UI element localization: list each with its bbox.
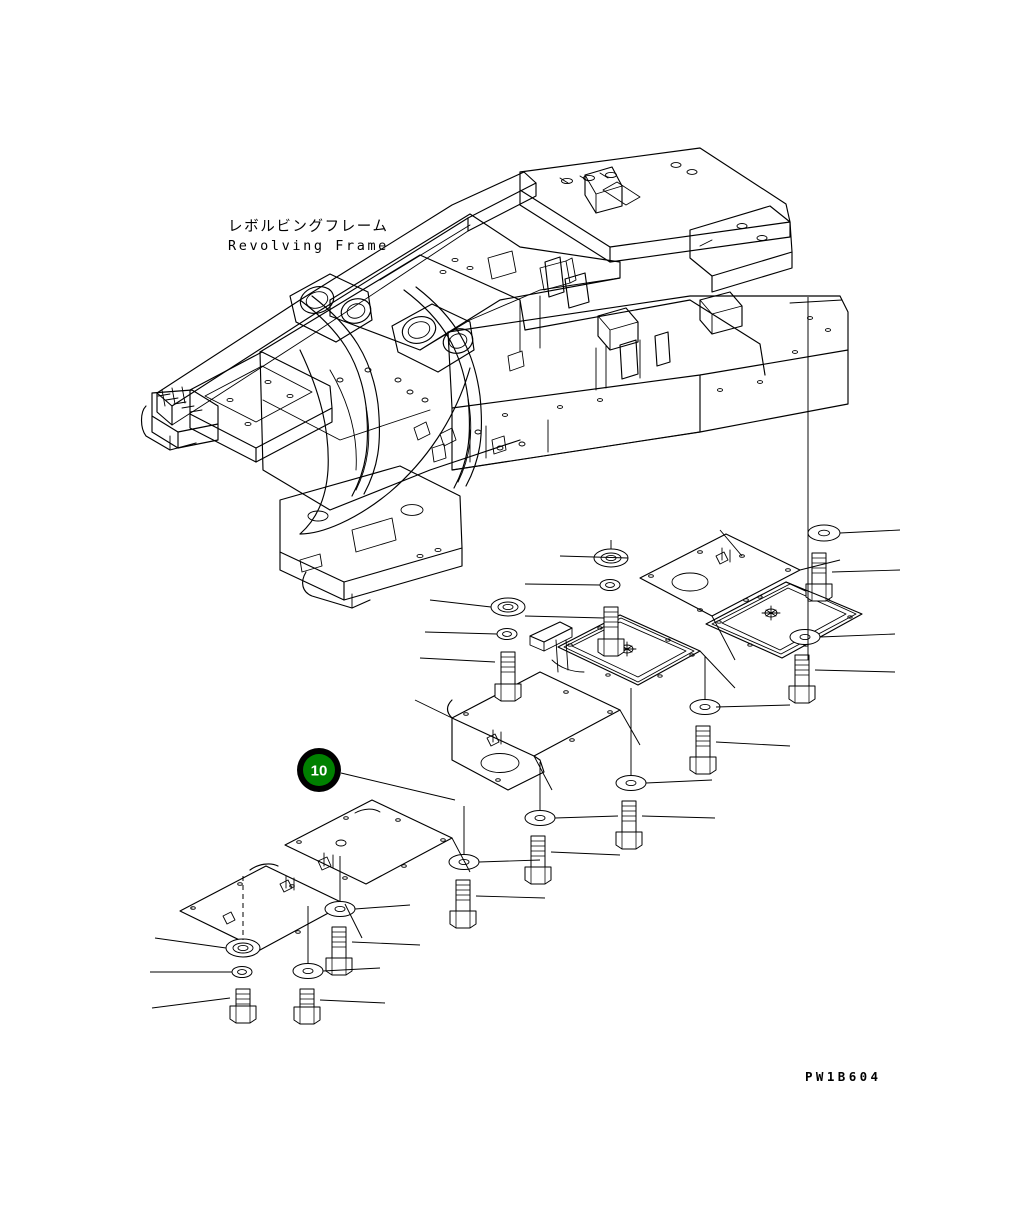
callout-item-10[interactable]: 10: [297, 748, 456, 801]
frame-left-rail: [156, 171, 537, 426]
callout-number: 10: [311, 763, 328, 780]
fastener-group-8: [448, 854, 480, 929]
fastener-group-11: [225, 938, 261, 1024]
plain-washer: [448, 854, 480, 870]
plain-washer: [689, 699, 721, 715]
fastener-group-4: [490, 597, 526, 702]
frame-lower-front-member: [279, 465, 463, 609]
fastener-group-9: [324, 901, 356, 976]
hex-bolt: [293, 988, 321, 1025]
revolving-frame-label-jp: レボルビングフレーム: [228, 218, 389, 235]
boom-foot-boss-right: [391, 303, 475, 373]
anti-slip-star-b: [761, 605, 781, 621]
revolving-frame-label-en: Revolving Frame: [228, 238, 389, 254]
frame-step-plate: [140, 386, 219, 451]
cover-plate-a: [639, 533, 801, 617]
fastener-group-3: [593, 548, 629, 657]
frame-brackets-upper: [544, 166, 623, 309]
plain-washer: [807, 524, 841, 542]
frame-diagonal-braces: [299, 286, 482, 497]
plain-washer: [615, 775, 647, 791]
hex-bolt: [615, 800, 643, 850]
cover-plate-d: [446, 671, 621, 791]
plain-washer: [292, 963, 324, 979]
frame-center-web: [299, 349, 526, 535]
hex-bolt: [689, 725, 717, 775]
boom-foot-boss-left: [289, 273, 373, 343]
frame-top-rail: [519, 147, 791, 263]
plain-washer: [490, 597, 526, 617]
lock-washer: [496, 628, 518, 640]
plain-washer: [789, 629, 821, 645]
plain-washer: [593, 548, 629, 568]
frame-inner-ribs: [431, 295, 671, 463]
fastener-group-6: [615, 775, 647, 850]
label-revolving-frame: レボルビングフレーム Revolving Frame: [228, 218, 389, 254]
drawing-code: PW1B604: [805, 1069, 881, 1084]
fastener-group-10: [292, 963, 324, 1025]
fastener-group-2: [788, 629, 821, 704]
frame-holddown-lugs: [597, 291, 743, 351]
hex-bolt: [229, 988, 257, 1024]
revolving-frame-assembly: [140, 147, 849, 609]
hex-bolt: [597, 606, 625, 657]
frame-tail-beam: [689, 205, 793, 293]
leader-lines: [150, 529, 901, 1009]
callout-disc: [303, 754, 335, 786]
hex-bolt: [325, 926, 353, 976]
hex-bolt: [494, 651, 522, 702]
cover-plate-b: [705, 581, 863, 659]
cover-plate-f: [179, 863, 346, 951]
fastener-group-7: [524, 810, 556, 885]
hex-bolt: [788, 654, 816, 704]
fastener-group-1: [805, 524, 841, 602]
plain-washer: [524, 810, 556, 826]
frame-left-deck: [189, 351, 333, 463]
plain-washer: [225, 938, 261, 958]
frame-mid-deck: [259, 254, 766, 511]
assembly-centerlines: [242, 297, 809, 964]
hex-bolt: [449, 879, 477, 929]
hex-bolt: [524, 835, 552, 885]
hex-bolt: [805, 552, 833, 602]
cover-plate-e: [284, 799, 453, 885]
lock-washer: [599, 579, 621, 591]
fastener-group-5: [689, 699, 721, 775]
lock-washer: [231, 966, 253, 978]
